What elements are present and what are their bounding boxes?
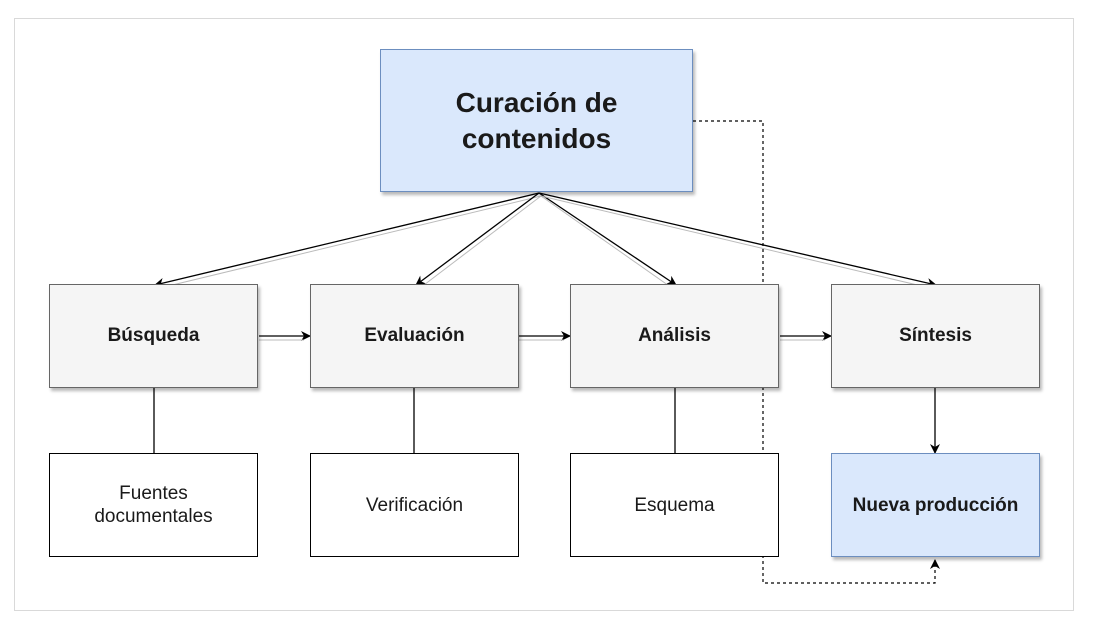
- main-node-curacion[interactable]: Curación de contenidos: [380, 49, 693, 192]
- main-node-label: Curación de contenidos: [456, 85, 618, 157]
- main-node-label-line1: Curación de: [455, 86, 618, 118]
- main-node-label-line2: contenidos: [461, 122, 612, 154]
- step-label-sintesis: Síntesis: [899, 325, 972, 346]
- output-label-fuentes-line1: Fuentes: [119, 483, 188, 504]
- output-label-fuentes: Fuentes documentales: [94, 482, 212, 528]
- arrow-main-to-sintesis-shadow: [540, 195, 931, 289]
- output-label-esquema: Esquema: [634, 494, 715, 516]
- step-label-analisis: Análisis: [638, 325, 711, 346]
- output-label-fuentes-line2: documentales: [94, 506, 213, 527]
- arrow-main-to-busqueda-shadow: [159, 195, 542, 289]
- arrow-main-to-sintesis: [538, 192, 937, 288]
- arrow-main-to-evaluacion: [415, 192, 540, 286]
- arrow-main-to-busqueda: [154, 192, 540, 288]
- step-arrows: [259, 331, 832, 341]
- output-label-verificacion: Verificación: [365, 494, 464, 516]
- output-node-fuentes-documentales[interactable]: Fuentes documentales: [49, 453, 258, 557]
- step-label-evaluacion: Evaluación: [364, 325, 465, 346]
- arrow-main-to-evaluacion-shadow: [419, 195, 542, 289]
- arrow-main-to-analisis: [538, 192, 677, 286]
- output-node-nueva-produccion[interactable]: Nueva producción: [831, 453, 1040, 557]
- step-node-analisis[interactable]: Análisis: [570, 284, 779, 388]
- output-label-nueva-produccion: Nueva producción: [852, 494, 1019, 516]
- arrow-main-to-analisis-shadow: [540, 195, 673, 289]
- step-label-busqueda: Búsqueda: [107, 325, 200, 346]
- output-node-verificacion[interactable]: Verificación: [310, 453, 519, 557]
- step-node-busqueda[interactable]: Búsqueda: [49, 284, 258, 388]
- step-node-evaluacion[interactable]: Evaluación: [310, 284, 519, 388]
- step-node-sintesis[interactable]: Síntesis: [831, 284, 1040, 388]
- fanout-arrows: [154, 192, 937, 289]
- output-node-esquema[interactable]: Esquema: [570, 453, 779, 557]
- output-connectors: [153, 388, 940, 454]
